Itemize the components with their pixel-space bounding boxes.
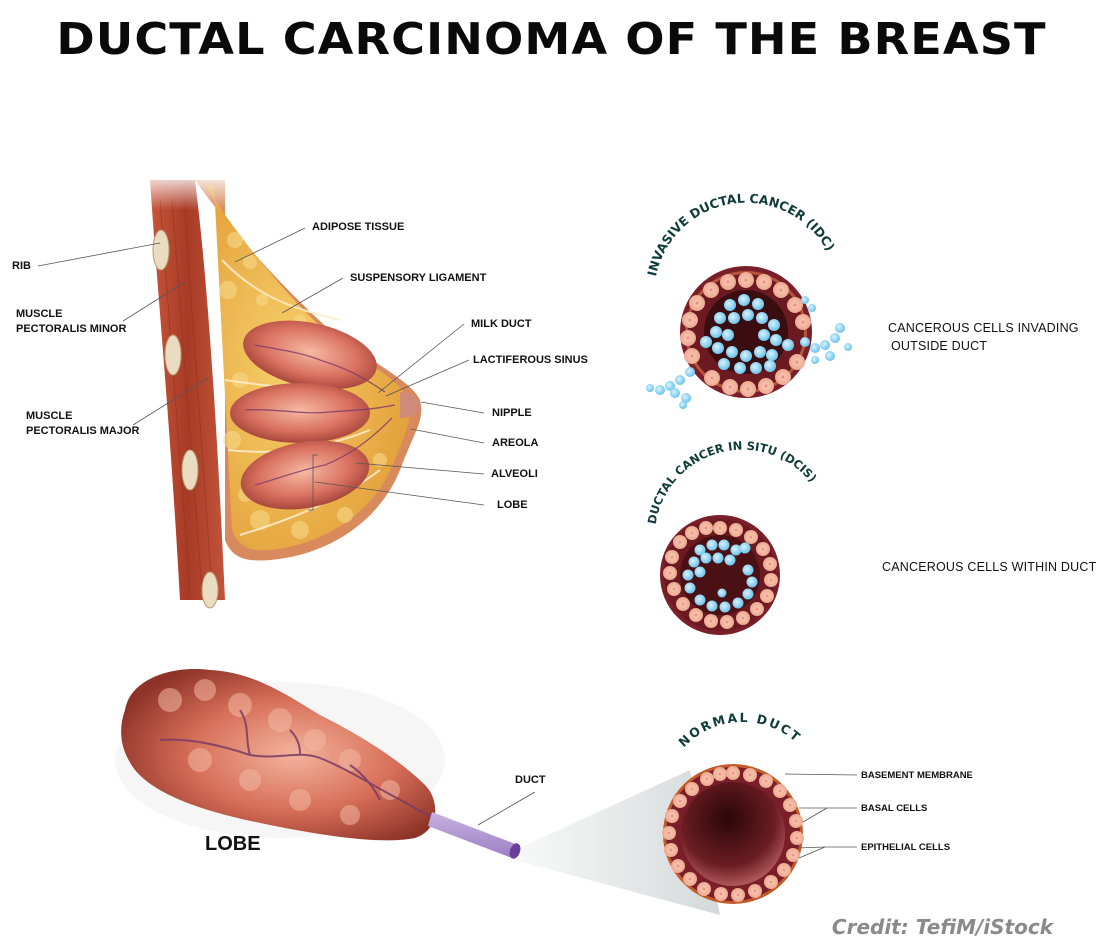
idc-description-line2: OUTSIDE DUCT: [891, 339, 988, 353]
breast-cross-section: [140, 170, 422, 609]
label-pectoralis-major-line1: MUSCLE: [26, 410, 73, 422]
duct-label: DUCT: [515, 774, 546, 786]
label-pectoralis-minor: MUSCLE PECTORALIS MINOR: [16, 307, 126, 337]
dcis-arc-title: DUCTAL CANCER IN SITU (DCIS): [645, 439, 820, 526]
image-credit: Credit: TefiM/iStock: [831, 915, 1053, 939]
idc-description: CANCEROUS CELLS INVADING OUTSIDE DUCT: [888, 321, 1079, 354]
label-basal-cells: BASAL CELLS: [861, 803, 928, 814]
label-suspensory-ligament: SUSPENSORY LIGAMENT: [350, 272, 487, 284]
label-epithelial-cells: EPITHELIAL CELLS: [861, 842, 951, 853]
dcis-description: CANCEROUS CELLS WITHIN DUCT: [882, 560, 1097, 574]
breast-leader-lines: [37, 227, 485, 511]
dcis-duct-illustration: [660, 515, 780, 635]
label-pectoralis-minor-line1: MUSCLE: [16, 308, 63, 320]
idc-arc-title: INVASIVE DUCTAL CANCER (IDC): [644, 191, 838, 278]
label-alveoli: ALVEOLI: [491, 468, 538, 480]
label-lobe: LOBE: [497, 499, 528, 511]
label-lactiferous-sinus: LACTIFEROUS SINUS: [473, 354, 588, 366]
page-title: DUCTAL CARCINOMA OF THE BREAST: [56, 14, 1047, 65]
label-pectoralis-minor-line2: PECTORALIS MINOR: [16, 323, 127, 335]
lobe-detail-label: LOBE: [205, 833, 261, 855]
lobe-detail-illustration: [115, 669, 536, 859]
label-pectoralis-major: MUSCLE PECTORALIS MAJOR: [26, 409, 139, 439]
label-areola: AREOLA: [492, 437, 539, 449]
label-basement-membrane: BASEMENT MEMBRANE: [861, 770, 973, 781]
label-milk-duct: MILK DUCT: [471, 318, 532, 330]
label-adipose-tissue: ADIPOSE TISSUE: [312, 221, 405, 233]
label-rib: RIB: [12, 260, 31, 272]
normal-arc-title: NORMAL DUCT: [675, 710, 804, 750]
label-nipple: NIPPLE: [492, 407, 532, 419]
idc-duct-illustration: [646, 266, 852, 409]
idc-description-line1: CANCEROUS CELLS INVADING: [888, 321, 1079, 335]
label-pectoralis-major-line2: PECTORALIS MAJOR: [26, 425, 140, 437]
normal-duct-illustration: [662, 764, 858, 904]
